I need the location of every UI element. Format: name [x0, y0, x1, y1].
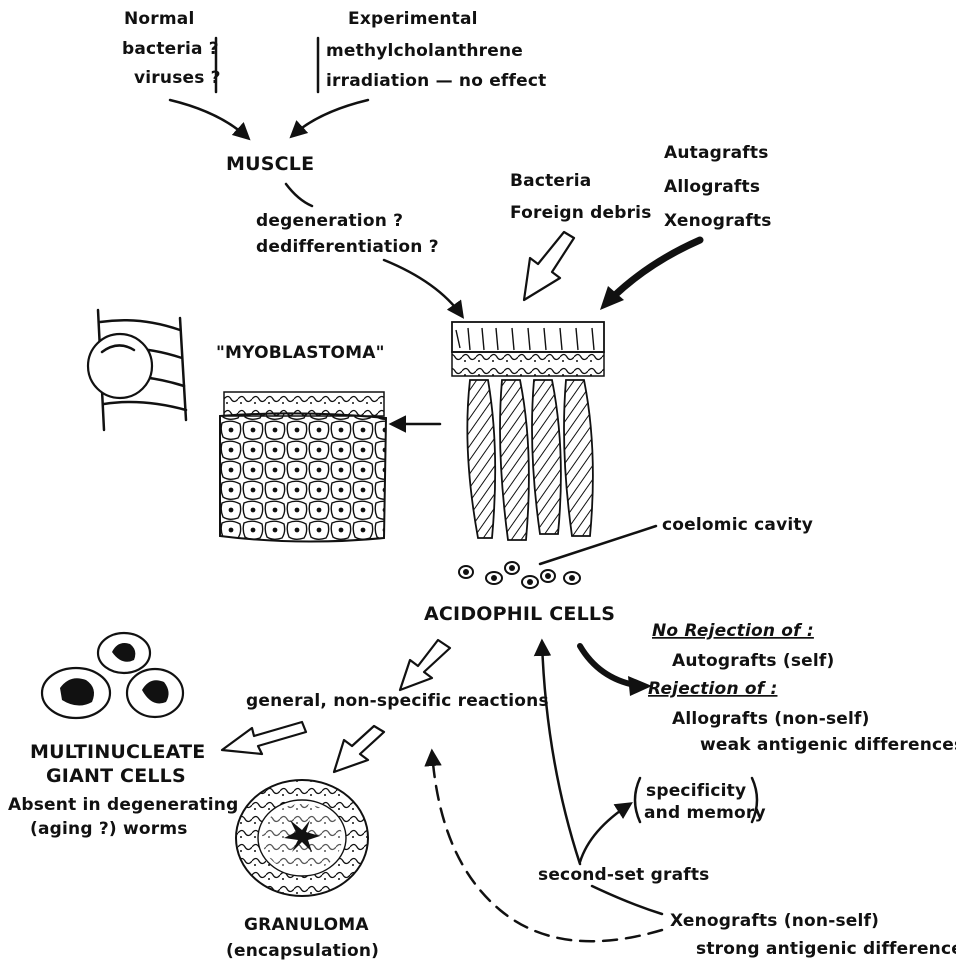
xenografts-label-2: strong antigenic differences: [696, 939, 956, 959]
specificity-bracket-left: [635, 778, 640, 822]
acidophil-cells-label: ACIDOPHIL CELLS: [424, 603, 615, 625]
arrow-second-set-to-acidophil: [542, 642, 580, 864]
coelomic-cavity-label: coelomic cavity: [662, 515, 813, 535]
rejection-weak-differences: weak antigenic differences: [700, 735, 956, 755]
granuloma-label-2: (encapsulation): [226, 941, 379, 961]
no-rejection-autografts: Autografts (self): [672, 651, 834, 671]
cause-bacteria: bacteria ?: [122, 39, 219, 59]
connector-second-set-xenografts: [592, 886, 662, 914]
specificity-label-2: and memory: [644, 803, 766, 823]
rejection-heading: Rejection of :: [648, 679, 777, 699]
normal-heading: Normal: [124, 9, 195, 29]
hollow-arrow-foreign: [524, 232, 574, 300]
body-wall-sketch: [452, 322, 604, 540]
muscle-label: MUSCLE: [226, 153, 314, 175]
hollow-arrow-to-granuloma: [334, 726, 384, 772]
giant-cells-sketch: [42, 633, 183, 718]
cause-methylcholanthrene: methylcholanthrene: [326, 41, 523, 61]
myoblastoma-sketch: [220, 392, 386, 542]
general-reactions-label: general, non-specific reactions: [246, 691, 549, 711]
no-rejection-heading: No Rejection of :: [652, 621, 814, 641]
cause-irradiation: irradiation — no effect: [326, 71, 546, 91]
rejection-allografts: Allografts (non-self): [672, 709, 870, 729]
foreign-bacteria: Bacteria: [510, 171, 591, 191]
giant-cells-note-2: (aging ?) worms: [30, 819, 188, 839]
dashed-arrow-xenografts-to-reactions: [432, 752, 662, 941]
graft-allografts: Allografts: [664, 177, 760, 197]
myoblastoma-label: "MYOBLASTOMA": [216, 343, 385, 363]
acidophil-cells-sketch: [459, 562, 580, 588]
cause-viruses: viruses ?: [134, 68, 221, 88]
foreign-debris: Foreign debris: [510, 203, 652, 223]
process-dedifferentiation: dedifferentiation ?: [256, 237, 439, 257]
heavy-arrow-grafts-shaft: [614, 240, 700, 296]
process-degeneration: degeneration ?: [256, 211, 403, 231]
giant-cells-label-1: MULTINUCLEATE: [30, 741, 205, 763]
experimental-heading: Experimental: [348, 9, 478, 29]
specificity-label-1: specificity: [646, 781, 746, 801]
graft-xenografts: Xenografts: [664, 211, 772, 231]
granuloma-sketch: [236, 780, 368, 896]
arrow-normal-to-muscle: [170, 100, 248, 138]
graft-autagrafts: Autagrafts: [664, 143, 769, 163]
giant-cells-label-2: GIANT CELLS: [46, 765, 186, 787]
hollow-arrow-to-reactions: [400, 640, 450, 690]
giant-cells-note-1: Absent in degenerating: [8, 795, 238, 815]
granuloma-label-1: GRANULOMA: [244, 915, 369, 935]
hollow-arrow-to-giant-cells: [222, 722, 306, 754]
arrow-experimental-to-muscle: [292, 100, 368, 136]
xenografts-label-1: Xenografts (non-self): [670, 911, 879, 931]
second-set-grafts-label: second-set grafts: [538, 865, 710, 885]
arrow-muscle-to-body-wall: [384, 260, 462, 316]
worm-segment-sketch: [88, 310, 186, 430]
arrow-second-set-to-specificity: [580, 804, 630, 862]
muscle-connector: [286, 184, 312, 206]
